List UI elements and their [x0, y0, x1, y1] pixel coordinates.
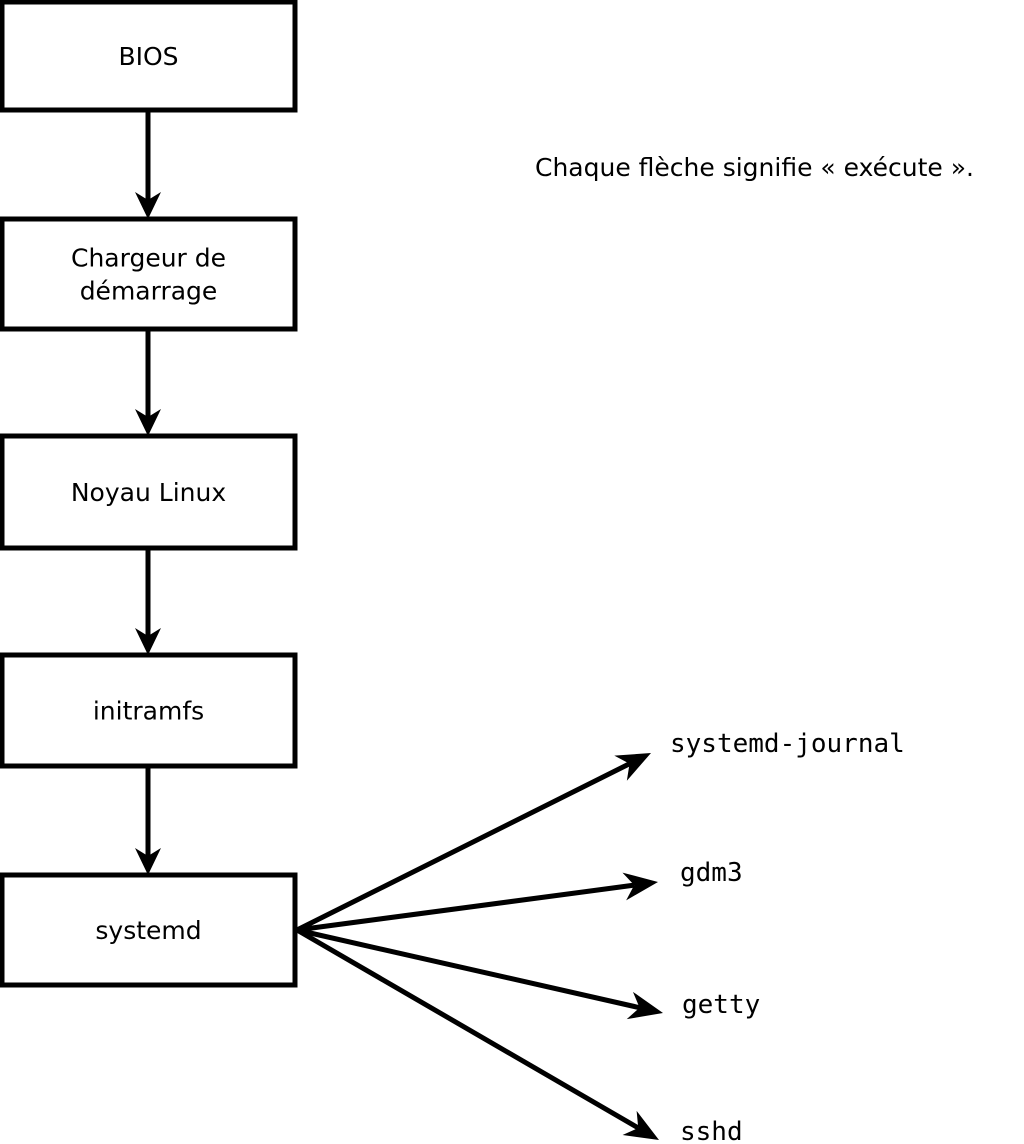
arrow-shaft: [295, 761, 631, 933]
chain-arrow-bios-to-bootloader: [135, 110, 161, 219]
fanout-arrow-sshd: [295, 927, 659, 1140]
box-outline: [0, 652, 298, 769]
arrow-head-icon: [135, 409, 161, 436]
box-outline: [0, 0, 298, 113]
box-outline: [0, 433, 298, 551]
chain-arrow-kernel-to-initramfs: [135, 548, 161, 655]
service-label-systemd-journal: systemd-journal: [670, 729, 905, 759]
process-box-kernel[interactable]: Noyau Linux: [0, 433, 298, 551]
arrow-head-icon: [614, 753, 651, 781]
arrow-shaft: [296, 882, 635, 933]
fanout-arrow-gdm3: [296, 872, 658, 933]
arrow-head-icon: [622, 872, 658, 901]
chain-arrow-initramfs-to-systemd: [135, 766, 161, 875]
arrow-shaft: [296, 927, 641, 1011]
arrow-shaft: [295, 927, 640, 1131]
chain-arrow-bootloader-to-kernel: [135, 329, 161, 436]
process-box-systemd[interactable]: systemd: [0, 872, 298, 988]
arrow-head-icon: [622, 1110, 659, 1140]
box-label: Noyau Linux: [71, 478, 226, 507]
fanout-arrow-getty: [296, 927, 663, 1020]
arrow-head-icon: [626, 991, 663, 1020]
box-label: initramfs: [93, 697, 204, 726]
service-label-sshd: sshd: [680, 1117, 743, 1144]
arrow-head-icon: [135, 192, 161, 219]
box-label: systemd: [95, 916, 201, 945]
service-label-gdm3: gdm3: [680, 858, 743, 888]
process-box-initramfs[interactable]: initramfs: [0, 652, 298, 769]
fanout-arrow-systemd-journal: [295, 753, 651, 933]
box-outline: [0, 872, 298, 988]
box-label: BIOS: [118, 42, 178, 71]
legend-note: Chaque flèche signifie « exécute ».: [535, 153, 974, 182]
arrow-head-icon: [135, 848, 161, 875]
arrow-head-icon: [135, 628, 161, 655]
box-outline: [0, 216, 298, 332]
process-box-bios[interactable]: BIOS: [0, 0, 298, 113]
service-label-getty: getty: [682, 990, 760, 1020]
